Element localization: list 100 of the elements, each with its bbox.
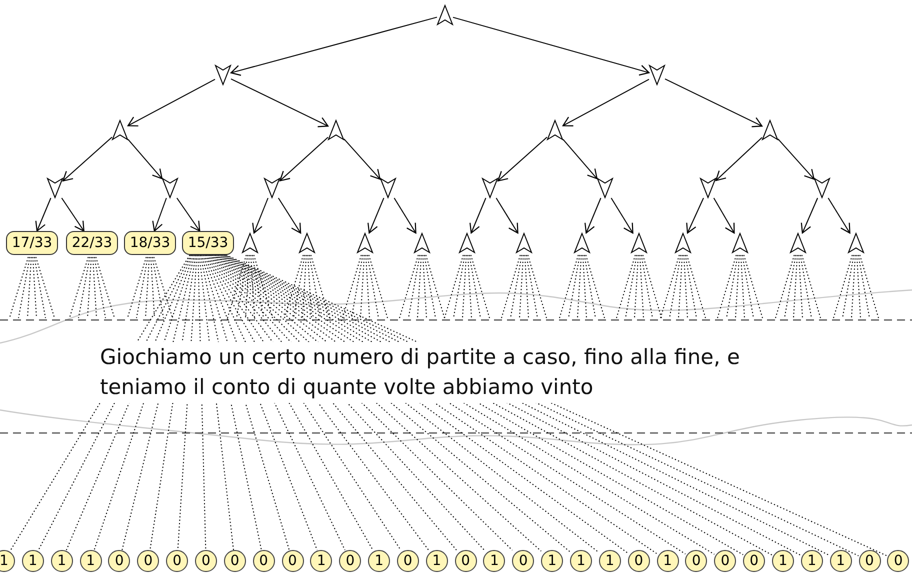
dotted-line bbox=[145, 256, 150, 318]
dotted-line bbox=[127, 256, 147, 318]
dotted-line bbox=[577, 254, 582, 318]
dotted-line bbox=[136, 256, 148, 318]
arrow bbox=[715, 137, 762, 182]
dotted-line bbox=[307, 254, 312, 318]
dotted-line bbox=[236, 254, 248, 318]
arrow bbox=[800, 198, 818, 234]
dotted-line bbox=[793, 254, 798, 318]
outcome-circle: 1 bbox=[310, 550, 332, 572]
dotted-line bbox=[800, 254, 812, 318]
arrow bbox=[252, 198, 268, 234]
dotted-line bbox=[69, 256, 89, 318]
outcome-circle: 1 bbox=[426, 550, 448, 572]
outcome-circle: 1 bbox=[830, 550, 852, 572]
dotted-line bbox=[660, 254, 680, 318]
dotted-line bbox=[640, 254, 653, 318]
dotted-line bbox=[444, 254, 464, 318]
outcome-circle: 1 bbox=[570, 550, 592, 572]
triangle-node bbox=[675, 233, 691, 253]
outcome-circle: 0 bbox=[224, 550, 246, 572]
outcome-circle: 0 bbox=[887, 550, 910, 572]
triangle-node bbox=[631, 233, 647, 253]
arrow bbox=[497, 136, 548, 182]
arrow bbox=[470, 198, 486, 234]
arrow bbox=[368, 198, 384, 234]
triangle-node bbox=[47, 178, 63, 198]
arrow bbox=[452, 16, 650, 76]
triangle-node bbox=[162, 178, 178, 198]
dotted-line bbox=[424, 254, 436, 318]
dotted-line bbox=[34, 256, 46, 318]
dotted-line bbox=[462, 254, 467, 318]
dotted-line bbox=[726, 254, 738, 318]
triangle-node bbox=[547, 120, 563, 140]
dotted-line bbox=[150, 256, 155, 318]
dotted-line bbox=[519, 254, 524, 318]
triangle-node bbox=[242, 233, 258, 253]
dotted-line bbox=[842, 254, 854, 318]
dotted-line bbox=[453, 254, 466, 318]
dotted-line bbox=[634, 254, 639, 318]
outcome-circle: 1 bbox=[541, 550, 564, 572]
dotted-line bbox=[27, 256, 32, 318]
dotted-line bbox=[250, 254, 255, 318]
dotted-line bbox=[527, 254, 547, 318]
arrow bbox=[610, 198, 634, 234]
dotted-line bbox=[625, 254, 638, 318]
dotted-line bbox=[365, 254, 370, 318]
dotted-line bbox=[678, 254, 683, 318]
dotted-line bbox=[417, 254, 422, 318]
arrow bbox=[128, 138, 163, 180]
arrow bbox=[176, 198, 200, 232]
triangle-node bbox=[814, 178, 830, 198]
outcome-circle: 1 bbox=[656, 550, 679, 572]
triangle-node bbox=[328, 120, 344, 140]
dotted-line bbox=[252, 254, 264, 318]
dotted-line bbox=[422, 254, 427, 318]
dotted-line bbox=[368, 254, 388, 318]
dotted-line bbox=[468, 254, 481, 318]
dotted-line bbox=[308, 254, 321, 318]
triangle-node bbox=[516, 233, 532, 253]
dotted-line bbox=[32, 256, 37, 318]
arrow bbox=[713, 198, 735, 234]
triangle-node bbox=[299, 233, 315, 253]
outcome-circle: 0 bbox=[252, 550, 275, 572]
dotted-line bbox=[735, 254, 740, 318]
arrow bbox=[562, 78, 650, 126]
arrow bbox=[496, 198, 518, 234]
triangle-node bbox=[597, 178, 613, 198]
outcome-circle: 0 bbox=[685, 550, 708, 572]
outcome-circle: 0 bbox=[282, 550, 304, 572]
triangle-node bbox=[264, 178, 280, 198]
dotted-line bbox=[851, 254, 856, 318]
arrow bbox=[344, 138, 381, 180]
dotted-line bbox=[859, 254, 879, 318]
outcome-circle: 0 bbox=[137, 550, 160, 572]
outcome-circle: 0 bbox=[858, 550, 880, 572]
outcome-circle: 1 bbox=[800, 550, 823, 572]
dotted-line bbox=[510, 254, 522, 318]
arrow bbox=[35, 198, 52, 232]
outcome-circle: 0 bbox=[454, 550, 477, 572]
dotted-line bbox=[245, 254, 250, 318]
outcome-circle: 0 bbox=[714, 550, 736, 572]
dotted-line bbox=[784, 254, 796, 318]
outcome-circle: 1 bbox=[22, 550, 44, 572]
triangle-node bbox=[112, 120, 128, 140]
arrow bbox=[279, 136, 328, 182]
dotted-line bbox=[858, 254, 870, 318]
score-box: 18/33 bbox=[124, 231, 176, 255]
outcome-circle: 0 bbox=[512, 550, 534, 572]
arrow bbox=[61, 198, 84, 232]
triangle-node bbox=[848, 233, 864, 253]
dotted-line bbox=[351, 254, 364, 318]
outcome-circle: 1 bbox=[598, 550, 621, 572]
arrow bbox=[152, 198, 167, 232]
arrow bbox=[778, 138, 815, 180]
outcome-circle: 1 bbox=[50, 550, 73, 572]
triangle-node bbox=[482, 178, 498, 198]
dotted-line bbox=[399, 254, 419, 318]
dotted-line bbox=[616, 254, 636, 318]
dotted-line bbox=[798, 254, 803, 318]
